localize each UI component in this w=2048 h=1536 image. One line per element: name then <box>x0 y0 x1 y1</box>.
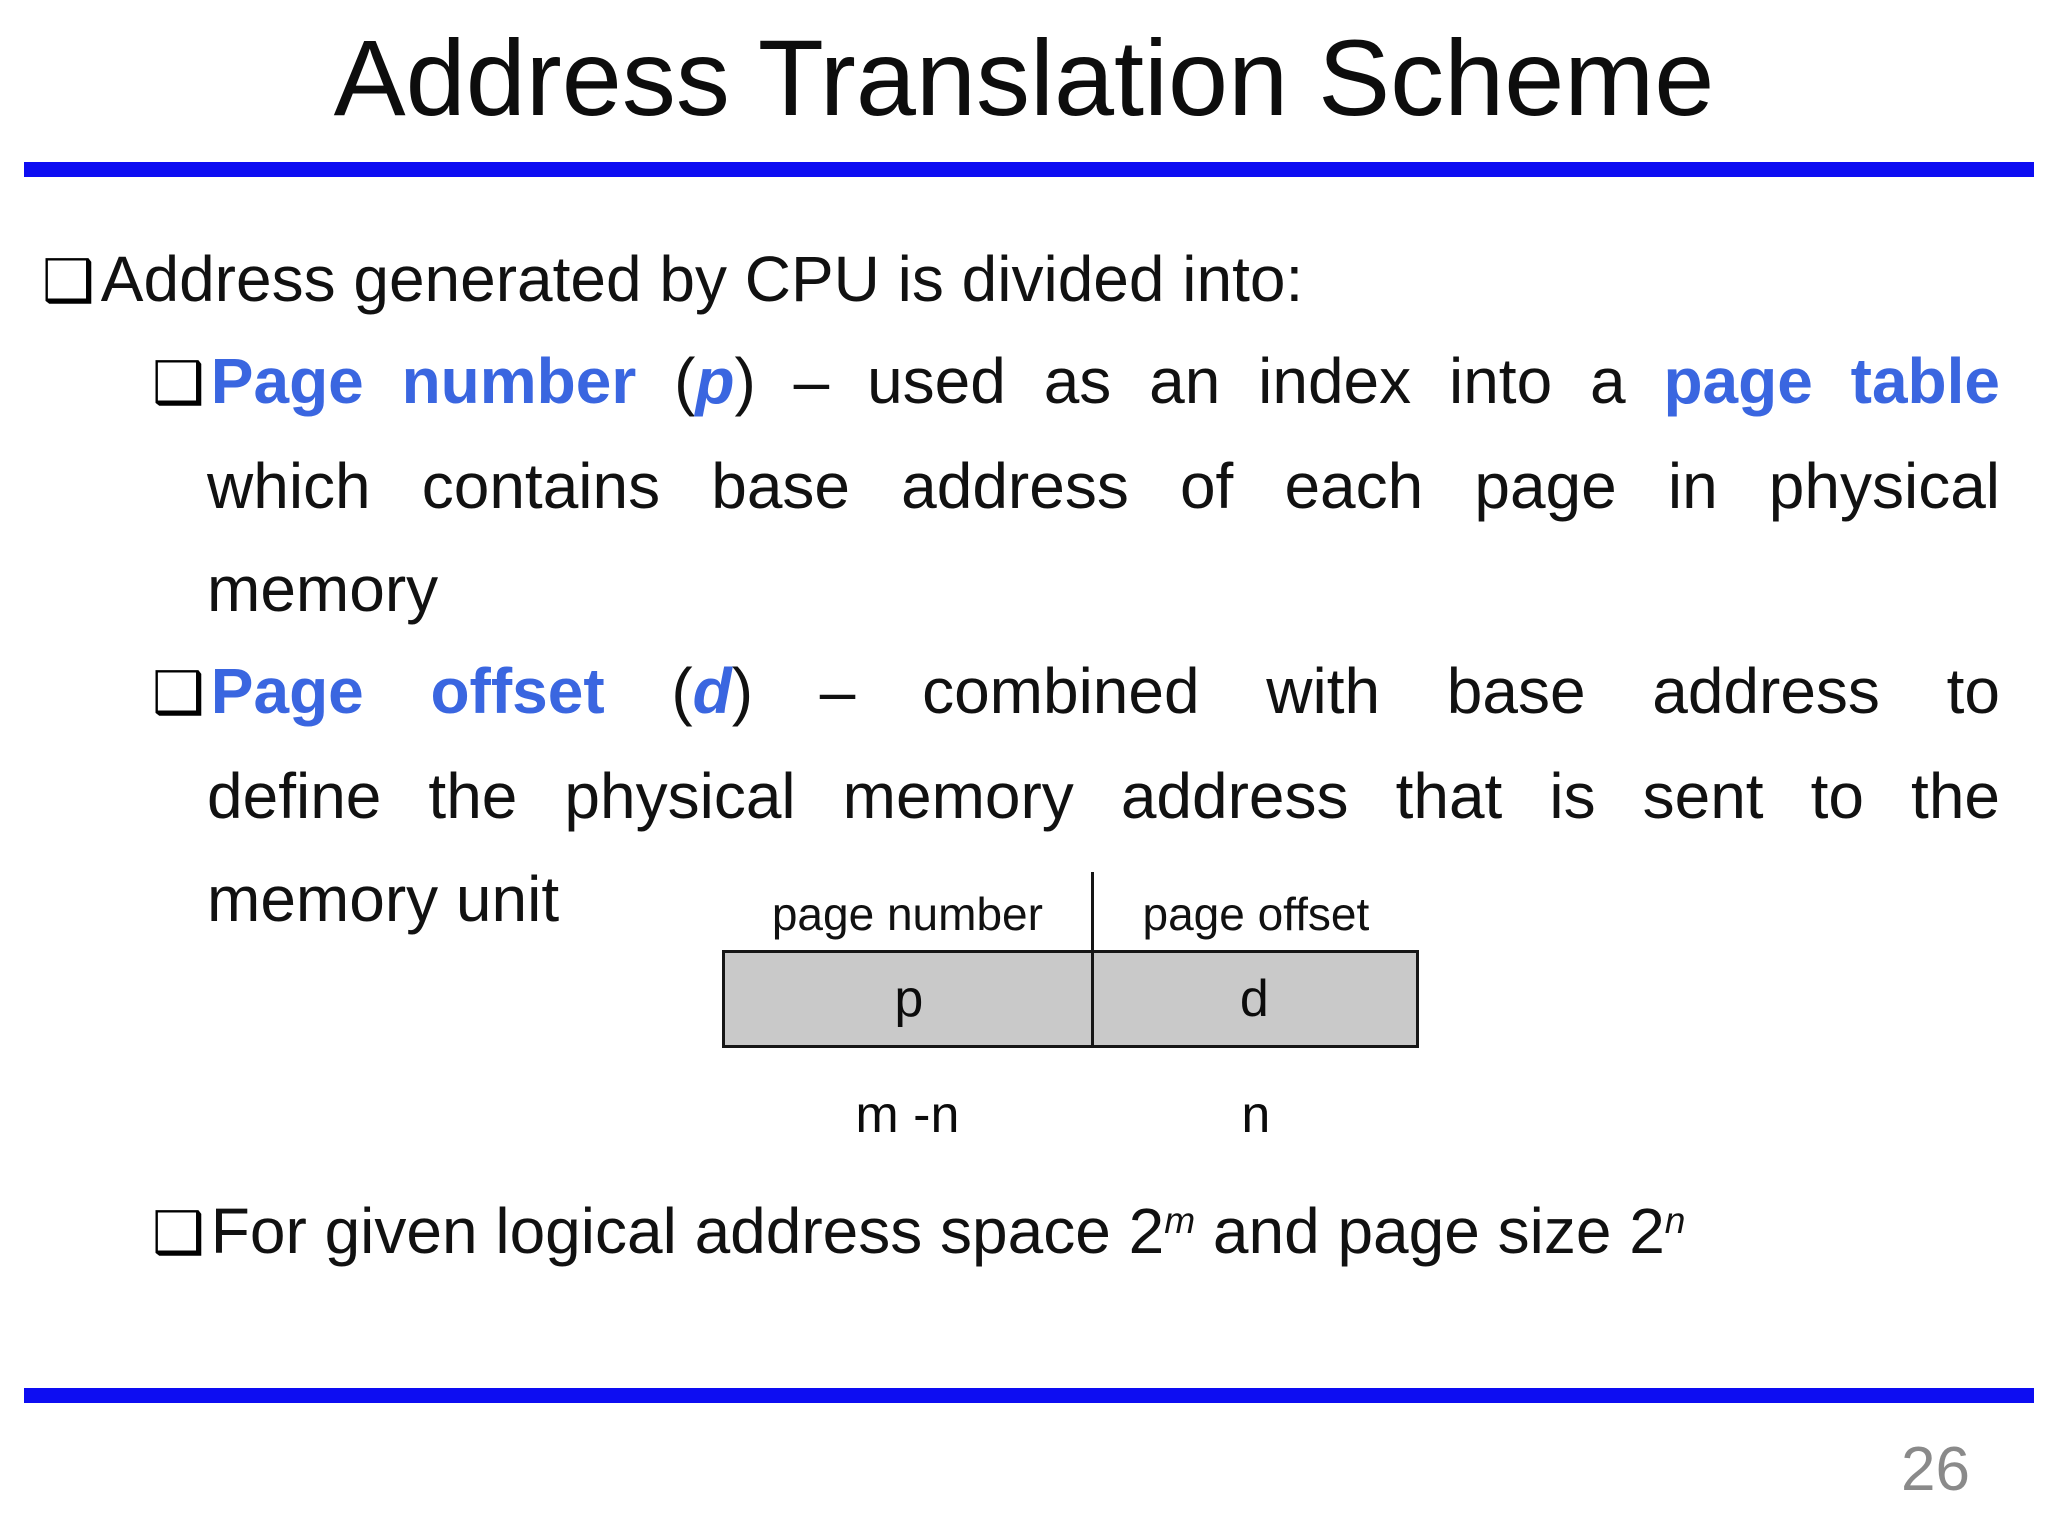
text-segment: p <box>695 345 735 417</box>
page-number-cell: p <box>894 970 924 1028</box>
text-segment: page table <box>1663 345 2001 417</box>
text-line: define the physical memory address that … <box>152 745 2000 848</box>
page-number-column-label: page number <box>771 888 1043 941</box>
page-offset-column-label: page offset <box>1142 888 1370 941</box>
text-segment: define the physical memory address that … <box>207 760 2000 832</box>
square-bullet-icon: ❑ <box>152 1201 205 1266</box>
text-segment: ) – combined with base address to <box>731 655 2000 727</box>
text-segment: and page size 2 <box>1195 1195 1665 1267</box>
slide-title: Address Translation Scheme <box>333 17 1715 138</box>
square-bullet-icon: ❑ <box>152 351 205 416</box>
page-number-paragraph: ❑Page number (p) – used as an index into… <box>152 330 2000 641</box>
text-line: memory unit <box>152 848 2000 951</box>
square-bullet-icon: ❑ <box>152 661 205 726</box>
title-underline-rule <box>24 162 2034 177</box>
text-segment: ) – used as an index into a <box>734 345 1664 417</box>
footer-rule <box>24 1388 2034 1403</box>
text-segment: n <box>1664 1198 1686 1241</box>
text-line: ❑Address generated by CPU is divided int… <box>42 228 1942 333</box>
text-segment: d <box>692 655 732 727</box>
text-line: ❑Page number (p) – used as an index into… <box>152 330 2000 435</box>
text-line: which contains base address of each page… <box>152 435 2000 538</box>
text-segment: For given logical address space 2 <box>210 1195 1165 1267</box>
text-segment: ( <box>674 345 696 417</box>
column-divider-line <box>1091 872 1094 1048</box>
address-split-diagram: page number page offset p d m -n n <box>722 872 1419 1162</box>
page-number: 26 <box>1901 1435 1970 1504</box>
text-line: memory <box>152 538 2000 641</box>
text-segment: Page offset <box>210 655 672 727</box>
text-segment: which contains base address of each page… <box>207 450 2000 522</box>
text-line: ❑For given logical address space 2m and … <box>152 1180 2000 1292</box>
page-offset-cell: d <box>1239 970 1269 1028</box>
text-segment: m <box>1164 1198 1196 1241</box>
text-segment: Page number <box>210 345 675 417</box>
text-segment: ( <box>671 655 693 727</box>
diagram-bottom-labels: m -n n <box>722 1084 1419 1146</box>
intro-bullet-paragraph: ❑Address generated by CPU is divided int… <box>42 228 1942 333</box>
n-label: n <box>1241 1086 1271 1144</box>
square-bullet-icon: ❑ <box>42 249 95 314</box>
page-offset-paragraph: ❑Page offset (d) – combined with base ad… <box>152 640 2000 951</box>
for-given-paragraph: ❑For given logical address space 2m and … <box>152 1180 2000 1292</box>
m-minus-n-label: m -n <box>855 1086 960 1144</box>
diagram-top-labels: page number page offset <box>722 872 1419 950</box>
address-box: p d <box>722 950 1419 1048</box>
text-segment: Address generated by CPU is divided into… <box>100 243 1304 315</box>
text-line: ❑Page offset (d) – combined with base ad… <box>152 640 2000 745</box>
text-segment: memory <box>207 553 439 625</box>
text-segment: memory unit <box>207 863 560 935</box>
